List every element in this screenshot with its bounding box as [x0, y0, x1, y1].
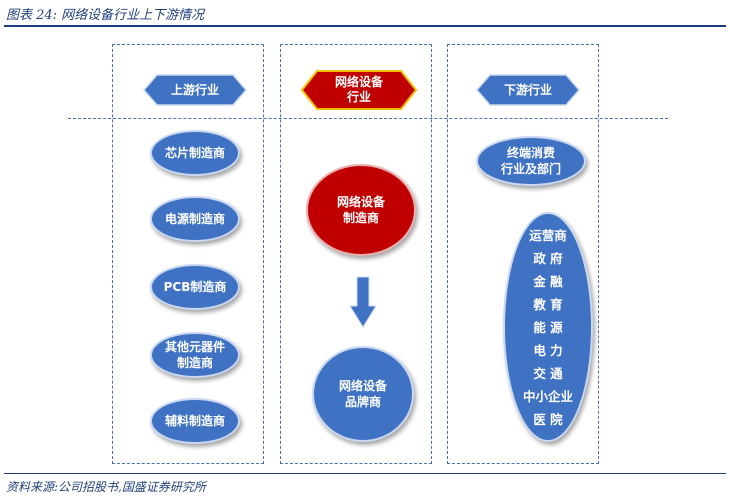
middle-header-shape: [300, 70, 418, 110]
upstream-panel: [112, 44, 264, 464]
customer-sme: 中小企业: [522, 388, 573, 404]
middle-panel: [280, 44, 432, 464]
downstream-consumer-sectors: 终端消费 行业及部门: [476, 136, 586, 186]
upstream-item-pcb: PCB制造商: [150, 264, 240, 310]
middle-header: 网络设备 行业: [334, 75, 383, 104]
upstream-item-chip: 芯片制造商: [150, 130, 240, 176]
downstream-panel: [447, 44, 599, 464]
downstream-header: 下游行业: [503, 82, 552, 97]
top-rule: [4, 25, 726, 27]
customer-transport: 交 通: [533, 365, 563, 381]
customer-carrier: 运营商: [529, 227, 567, 243]
network-equipment-manufacturer: 网络设备 制造商: [306, 164, 416, 256]
figure-title: 图表 24: 网络设备行业上下游情况: [6, 8, 205, 23]
upstream-item-auxiliary: 辅料制造商: [150, 398, 240, 444]
downstream-customer-list: 运营商 政 府 金 融 教 育 能 源 电 力 交 通 中小企业 医 院: [503, 212, 593, 442]
network-equipment-brand: 网络设备 品牌商: [312, 346, 414, 442]
upstream-item-components: 其他元器件 制造商: [150, 332, 240, 378]
customer-electric-power: 电 力: [533, 342, 563, 358]
source-note: 资料来源:公司招股书,国盛证券研究所: [6, 480, 206, 494]
customer-finance: 金 融: [533, 273, 563, 289]
header-divider: [68, 118, 668, 119]
bottom-rule: [4, 473, 726, 474]
customer-government: 政 府: [533, 250, 563, 266]
customer-hospital: 医 院: [533, 411, 563, 427]
upstream-header-shape: [143, 74, 247, 106]
upstream-item-power: 电源制造商: [150, 196, 240, 242]
customer-energy: 能 源: [533, 319, 563, 335]
customer-education: 教 育: [533, 296, 563, 312]
upstream-header: 上游行业: [170, 82, 219, 97]
down-arrow-icon: [349, 276, 377, 328]
downstream-header-shape: [476, 74, 580, 106]
